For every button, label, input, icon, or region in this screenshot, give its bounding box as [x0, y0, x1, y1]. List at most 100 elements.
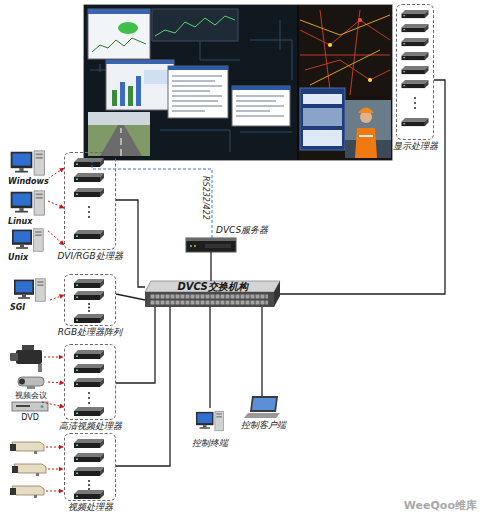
processor-units-part: [74, 453, 104, 462]
processor-units-part: [88, 402, 90, 404]
processor-units-part: [74, 378, 104, 387]
processor-units-part: [74, 407, 104, 416]
network-cable: [116, 307, 170, 466]
video-wall-part: [152, 9, 238, 41]
processor-units-part: [402, 118, 429, 126]
video-source: DVD: [12, 402, 48, 412]
video-wall: [84, 5, 392, 160]
processor-units-part: [402, 80, 429, 88]
security-cameras: [10, 442, 46, 498]
security-cameras-part: [12, 464, 46, 476]
signal-arrows-part: [46, 447, 63, 448]
control-terminal: 控制终端: [196, 408, 224, 436]
signal-arrow: [48, 231, 64, 245]
processor-units-part: [88, 484, 90, 486]
processor-units-part: [88, 307, 90, 309]
node-label: DVCS交换机构: [145, 281, 280, 293]
camcorder-icon-part: [16, 350, 42, 364]
video-wall-part: [120, 82, 125, 106]
signal-arrow: [42, 402, 64, 407]
processor-group: RGB处理器阵列: [64, 274, 116, 326]
processor-units-part: [74, 467, 104, 476]
processor-units-part: [88, 480, 90, 482]
signal-arrows-part: [44, 357, 63, 358]
conference-camera-icon-part: [19, 379, 25, 385]
computer-icons-part: [11, 191, 45, 215]
switch-body: [145, 281, 280, 307]
video-wall-part: [236, 96, 284, 116]
video-wall-part: [303, 108, 342, 126]
processor-units-part: [74, 230, 104, 239]
video-wall-part: [144, 70, 168, 84]
camcorder-icon: [10, 345, 42, 372]
network-cable: [116, 307, 155, 383]
processor-units-part: [402, 38, 429, 46]
computer: Unix: [8, 228, 48, 262]
video-wall-part: [358, 18, 362, 22]
video-wall-part: [112, 90, 117, 106]
processor-units-part: [402, 66, 429, 74]
video-wall-part: [84, 5, 298, 160]
node-label: Windows: [8, 177, 49, 186]
video-wall-part: [155, 16, 235, 36]
processor-units-part: [74, 279, 104, 288]
video-wall-part: [345, 100, 391, 158]
dvd-player-icon-part: [12, 402, 48, 411]
signal-arrow: [48, 382, 64, 383]
processor-units-part: [88, 206, 90, 208]
video-wall-part: [172, 76, 222, 111]
server: DVCS服务器: [186, 238, 236, 252]
video-wall-part: [232, 86, 290, 90]
signal-arrow: [48, 168, 64, 179]
computer-icons-part: [14, 279, 45, 301]
processor-units-part: [88, 397, 90, 399]
switch-body-part: [274, 281, 280, 307]
processor-units-part: [74, 173, 104, 182]
laptop-icon-part: [250, 396, 278, 412]
node-label: 显示处理器: [393, 141, 438, 152]
processor-units-part: [74, 439, 104, 448]
dvd-player-icon: [12, 402, 48, 411]
video-wall-part: [300, 88, 345, 150]
processor-units-part: [74, 314, 104, 323]
watermark: WeeQoo维库: [404, 498, 477, 513]
processor-units-part: [74, 158, 104, 167]
laptop-icon-part: [244, 413, 280, 418]
video-wall-part: [118, 22, 138, 34]
computer: Windows: [8, 150, 48, 186]
video-wall-part: [359, 135, 373, 137]
dvd-player-icon-part: [41, 405, 44, 408]
video-wall-part: [298, 5, 299, 160]
node-label: DVCS服务器: [216, 225, 268, 236]
computer: SGI: [10, 278, 50, 312]
network-cable: [210, 252, 211, 281]
processor-units-part: [414, 107, 416, 109]
processor-units-part: [88, 310, 90, 312]
video-wall-part: [368, 78, 372, 82]
server-body-part: [186, 238, 236, 241]
node-label: DVD: [21, 413, 39, 423]
video-wall-part: [88, 9, 150, 59]
video-wall-part: [168, 66, 228, 70]
signal-arrows-part: [46, 491, 63, 492]
video-wall-part: [168, 66, 228, 118]
video-wall-part: [128, 86, 133, 106]
client-laptop: 控制客户端: [246, 396, 280, 418]
camcorder-icon-part: [10, 353, 18, 361]
server-body: [186, 238, 236, 252]
server-body-part: [194, 245, 196, 247]
video-wall-part: [106, 60, 174, 64]
server-body-part: [186, 238, 236, 252]
node-label: 视频会议: [15, 391, 47, 401]
video-wall-part: [300, 15, 390, 85]
network-cable: [209, 307, 210, 408]
interface-label: RS232/422: [201, 176, 210, 220]
processor-group: 高清视频处理器: [64, 344, 116, 420]
processor-units-part: [74, 291, 104, 300]
conference-camera-icon-part: [27, 386, 35, 389]
serial-link: [92, 160, 212, 238]
video-wall-part: [88, 112, 150, 125]
switch-body-part: [150, 294, 268, 305]
video-wall-part: [92, 38, 146, 52]
